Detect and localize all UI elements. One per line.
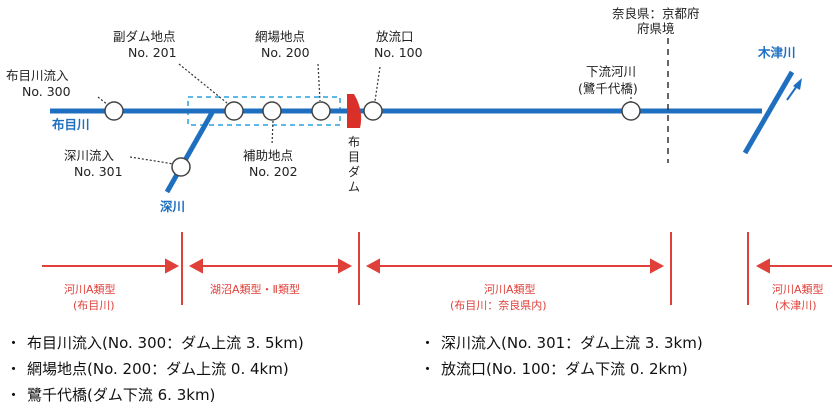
class-arrow-3-right-head-icon bbox=[650, 258, 665, 274]
point-p200 bbox=[311, 101, 331, 121]
class-arrow-4-head-icon bbox=[755, 258, 770, 274]
leader-p301 bbox=[129, 156, 175, 165]
note-3: ・網場地点(No. 200：ダム上流 0. 4km) bbox=[6, 358, 289, 379]
point-p300 bbox=[104, 101, 124, 121]
label-p100-name: 放流口 bbox=[376, 29, 414, 44]
class-1-line1: 河川A類型 bbox=[64, 282, 116, 296]
class-arrow-2-left-head-icon bbox=[188, 258, 203, 274]
label-p201-name: 副ダム地点 bbox=[113, 29, 176, 44]
label-down-sub: (鷺千代橋) bbox=[578, 81, 638, 96]
fukagawa-river-line bbox=[164, 109, 216, 194]
label-p100-no: No. 100 bbox=[374, 45, 423, 60]
note-bullet: ・ bbox=[420, 334, 436, 352]
kizugawa-arrow-head-icon bbox=[793, 78, 802, 90]
class-4-line2: (木津川) bbox=[775, 299, 817, 312]
label-p301-name: 深川流入 bbox=[64, 148, 115, 163]
leader-p200 bbox=[317, 63, 321, 102]
dam-label-char-4: ム bbox=[348, 180, 360, 194]
note-text: 網場地点(No. 200：ダム上流 0. 4km) bbox=[27, 360, 289, 378]
note-text: 鷺千代橋(ダム下流 6. 3km) bbox=[27, 386, 216, 404]
kizugawa-river-line bbox=[742, 70, 795, 155]
note-4: ・放流口(No. 100：ダム下流 0. 2km) bbox=[420, 358, 688, 379]
leader-p201 bbox=[178, 63, 228, 104]
leader-p100 bbox=[374, 66, 381, 102]
class-arrow-1-head-icon bbox=[165, 258, 180, 274]
point-down bbox=[621, 101, 641, 121]
dam-label-char-3: ダ bbox=[348, 164, 360, 179]
class-2-line1: 湖沼A類型・Ⅱ類型 bbox=[210, 282, 300, 296]
note-bullet: ・ bbox=[420, 360, 436, 378]
point-p202 bbox=[262, 101, 282, 121]
class-arrow-3-left-head-icon bbox=[365, 258, 380, 274]
label-p300-no: No. 300 bbox=[22, 84, 71, 99]
note-2: ・深川流入(No. 301：ダム上流 3. 3km) bbox=[420, 332, 703, 353]
note-text: 放流口(No. 100：ダム下流 0. 2km) bbox=[441, 360, 688, 378]
river-nunome-label: 布目川 bbox=[52, 117, 90, 132]
water-quality-diagram: 布目川流入 No. 300 深川流入 No. 301 副ダム地点 No. 201… bbox=[6, 6, 832, 312]
label-p200-name: 網場地点 bbox=[255, 29, 305, 44]
river-kizugawa-label: 木津川 bbox=[757, 45, 796, 60]
leader-p202 bbox=[271, 120, 274, 146]
label-down-name: 下流河川 bbox=[586, 64, 636, 79]
dam-icon bbox=[347, 94, 362, 128]
dam-label-char-1: 布 bbox=[348, 135, 360, 149]
note-1: ・布目川流入(No. 300：ダム上流 3. 5km) bbox=[6, 332, 304, 353]
label-p200-no: No. 200 bbox=[261, 45, 310, 60]
label-p202-no: No. 202 bbox=[249, 164, 298, 179]
lake-outline bbox=[187, 96, 341, 126]
note-text: 布目川流入(No. 300：ダム上流 3. 5km) bbox=[27, 334, 304, 352]
class-4-line1: 河川A類型 bbox=[772, 282, 824, 296]
note-bullet: ・ bbox=[6, 386, 22, 404]
note-bullet: ・ bbox=[6, 360, 22, 378]
point-p301 bbox=[171, 157, 191, 177]
label-p301-no: No. 301 bbox=[74, 164, 123, 179]
label-p201-no: No. 201 bbox=[128, 45, 177, 60]
label-p300-name: 布目川流入 bbox=[6, 68, 69, 83]
note-bullet: ・ bbox=[6, 334, 22, 352]
label-p202-name: 補助地点 bbox=[243, 148, 293, 163]
river-fukagawa-label: 深川 bbox=[160, 199, 185, 214]
note-text: 深川流入(No. 301：ダム上流 3. 3km) bbox=[441, 334, 703, 352]
border-label-line1: 奈良県：京都府 bbox=[612, 6, 700, 21]
note-5: ・鷺千代橋(ダム下流 6. 3km) bbox=[6, 384, 215, 405]
class-1-line2: (布目川) bbox=[73, 299, 115, 312]
class-3-line1: 河川A類型 bbox=[484, 282, 536, 296]
point-p201 bbox=[224, 101, 244, 121]
border-label-line2: 府県境 bbox=[637, 21, 675, 36]
point-p100 bbox=[363, 101, 383, 121]
class-3-line2: (布目川：奈良県内) bbox=[450, 298, 547, 312]
dam-label-char-2: 目 bbox=[348, 150, 360, 164]
class-arrow-2-right-head-icon bbox=[338, 258, 353, 274]
leader-p300 bbox=[97, 96, 109, 106]
